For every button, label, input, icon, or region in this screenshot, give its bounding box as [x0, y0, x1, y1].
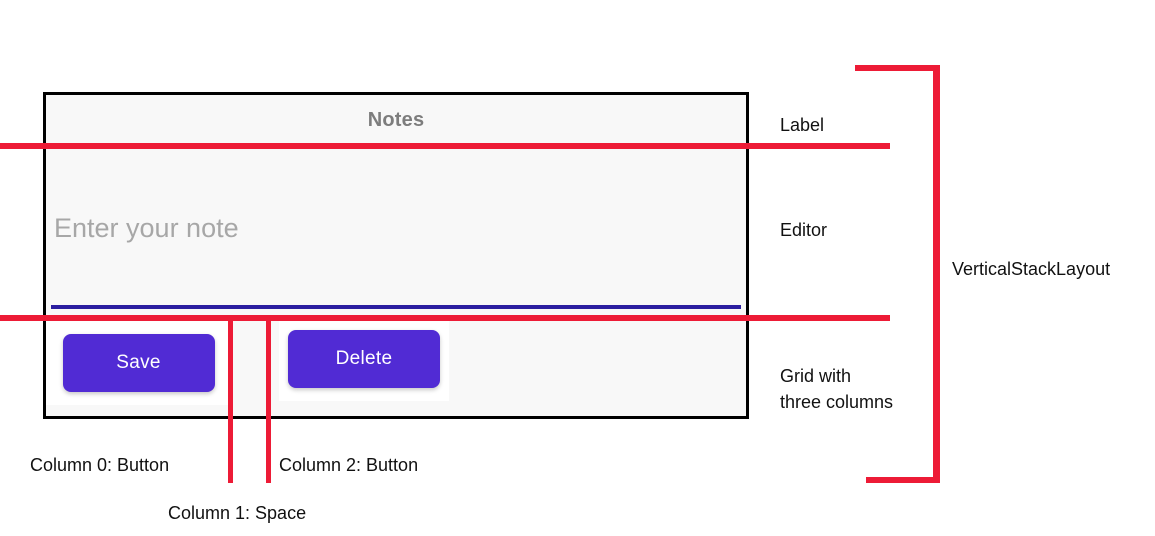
editor-underline [51, 305, 741, 309]
bracket-spine [933, 65, 940, 483]
grid-column-2: Delete [271, 315, 746, 416]
divider-line-column-0-1 [228, 315, 233, 483]
delete-button-card: Delete [279, 317, 449, 401]
annotation-vertical-stack-layout: VerticalStackLayout [952, 259, 1111, 279]
divider-line-label-editor [0, 143, 890, 149]
save-button[interactable]: Save [62, 334, 215, 392]
grid-column-1-spacer [231, 315, 271, 416]
annotation-editor: Editor [780, 220, 828, 240]
save-button-card: Save [46, 321, 231, 405]
button-grid: Save Delete [46, 315, 746, 416]
annotation-grid: Grid with three columns [780, 366, 894, 413]
bracket-bottom-arm [866, 477, 940, 483]
editor-row[interactable]: Enter your note [46, 145, 746, 315]
annotation-label: Label [780, 115, 825, 135]
annotation-column-0: Column 0: Button [30, 455, 170, 475]
label-row: Notes [46, 95, 746, 145]
annotation-column-1: Column 1: Space [168, 503, 307, 523]
annotation-column-2: Column 2: Button [279, 455, 419, 475]
delete-button[interactable]: Delete [288, 330, 440, 388]
app-frame: Notes Enter your note Save Delete [43, 92, 749, 419]
divider-line-column-1-2 [266, 315, 271, 483]
grid-column-0: Save [46, 315, 231, 416]
note-editor-placeholder[interactable]: Enter your note [54, 213, 239, 243]
bracket-top-arm [855, 65, 935, 71]
divider-line-editor-grid [0, 315, 890, 321]
notes-label: Notes [367, 108, 425, 131]
